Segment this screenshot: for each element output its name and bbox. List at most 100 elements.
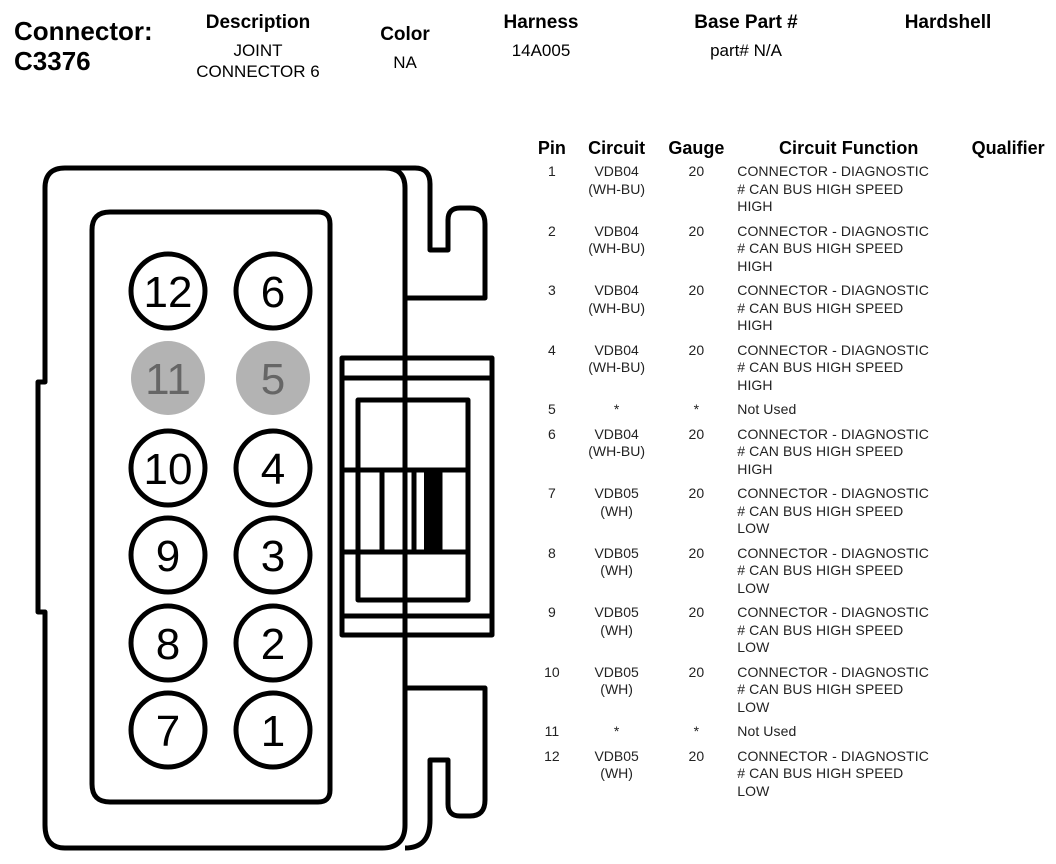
- circuit-function-line: LOW: [737, 782, 770, 799]
- pin-number-cell: 3: [548, 282, 556, 298]
- pin-cavity-unused: [236, 341, 310, 415]
- circuit-cell: VDB04(WH-BU): [574, 163, 660, 223]
- pin-cavity: [128, 603, 208, 683]
- circuit-function-line: CONNECTOR - DIAGNOSTIC: [737, 425, 929, 442]
- pin-number-cell: 6: [548, 425, 556, 442]
- gauge-cell: 20: [688, 485, 705, 501]
- circuit-cell: VDB04(WH-BU): [574, 426, 660, 486]
- pin-label: 2: [261, 620, 285, 669]
- description-label: Description: [205, 12, 311, 33]
- circuit-cell: VDB05(WH): [574, 664, 660, 724]
- gauge-cell: 20: [688, 282, 705, 298]
- harness-value: 14A005: [511, 41, 571, 60]
- circuit-wire-color: (WH): [600, 765, 633, 781]
- base-part-block: Base Part # part# N/A: [666, 12, 826, 61]
- circuit-function-cell: CONNECTOR - DIAGNOSTIC# CAN BUS HIGH SPE…: [733, 664, 960, 724]
- cavity-outline: [89, 209, 333, 805]
- lock-dark-bar: [424, 472, 438, 550]
- circuit-cell: VDB05(WH): [574, 748, 660, 808]
- circuit-function-cell: CONNECTOR - DIAGNOSTIC# CAN BUS HIGH SPE…: [733, 342, 960, 402]
- circuit-function-cell: Not Used: [733, 401, 960, 426]
- pin-cavity: [233, 428, 313, 508]
- circuit-function-line: CONNECTOR - DIAGNOSTIC: [737, 282, 929, 298]
- housing-outline: [35, 165, 408, 851]
- circuit-function-line: # CAN BUS HIGH SPEED: [737, 299, 904, 316]
- circuit-function-cell: CONNECTOR - DIAGNOSTIC# CAN BUS HIGH SPE…: [733, 426, 960, 486]
- circuit-wire-color: (WH-BU): [588, 359, 645, 375]
- circuit-id: *: [613, 723, 620, 739]
- circuit-cell: VDB04(WH-BU): [574, 342, 660, 402]
- circuit-function-cell: Not Used: [733, 723, 960, 748]
- qualifier-cell: [960, 342, 1056, 402]
- circuit-function-line: CONNECTOR - DIAGNOSTIC: [737, 222, 929, 239]
- circuit-function-line: # CAN BUS HIGH SPEED: [737, 443, 904, 459]
- description-line-1: JOINT: [233, 41, 283, 60]
- color-block: Color NA: [368, 24, 442, 73]
- circuit-function-cell: CONNECTOR - DIAGNOSTIC# CAN BUS HIGH SPE…: [733, 604, 960, 664]
- circuit-function-line: Not Used: [737, 401, 797, 417]
- circuit-function-line: # CAN BUS HIGH SPEED: [737, 180, 904, 197]
- circuit-cell: *: [574, 401, 660, 426]
- circuit-id: VDB04: [594, 425, 639, 442]
- pin-cavity: [233, 251, 313, 331]
- pin-number-cell: 5: [548, 401, 556, 417]
- col-header-function: Circuit Function: [778, 138, 919, 158]
- circuit-function-line: HIGH: [737, 460, 773, 477]
- qualifier-cell: [960, 723, 1056, 748]
- harness-label: Harness: [503, 12, 579, 33]
- base-part-value: part# N/A: [710, 41, 782, 60]
- circuit-function-line: # CAN BUS HIGH SPEED: [737, 562, 904, 578]
- pin-number-cell: 11: [544, 723, 560, 739]
- circuit-wire-color: (WH): [600, 502, 633, 519]
- circuit-function-cell: CONNECTOR - DIAGNOSTIC# CAN BUS HIGH SPE…: [733, 282, 960, 342]
- circuit-function-line: LOW: [737, 639, 770, 655]
- latch-tab-bottom: [404, 685, 488, 851]
- connector-title: Connector: C3376: [14, 16, 153, 76]
- base-part-label: Base Part #: [694, 12, 798, 33]
- pin-label: 1: [261, 707, 285, 756]
- circuit-function-line: Not Used: [737, 723, 797, 739]
- gauge-cell: 20: [688, 222, 705, 239]
- gauge-cell: 20: [688, 341, 705, 358]
- circuit-id: VDB05: [594, 747, 639, 764]
- pin-number-cell: 7: [548, 485, 556, 501]
- pin-cavity: [128, 515, 208, 595]
- qualifier-cell: [960, 748, 1056, 808]
- circuit-function-line: # CAN BUS HIGH SPEED: [737, 621, 904, 638]
- pin-number-cell: 9: [548, 604, 556, 620]
- hardshell-block: Hardshell: [880, 12, 1016, 34]
- latch-tab-top: [375, 165, 488, 301]
- circuit-id: VDB05: [594, 544, 639, 561]
- pin-label: 8: [156, 620, 180, 669]
- gauge-cell: 20: [688, 425, 705, 442]
- qualifier-cell: [960, 664, 1056, 724]
- pin-cavity: [233, 690, 313, 770]
- circuit-function-line: HIGH: [737, 257, 773, 274]
- circuit-function-line: # CAN BUS HIGH SPEED: [737, 502, 904, 519]
- circuit-id: VDB05: [594, 663, 639, 680]
- description-block: Description JOINT CONNECTOR 6: [178, 12, 338, 82]
- circuit-function-line: LOW: [737, 698, 770, 715]
- circuit-function-line: CONNECTOR - DIAGNOSTIC: [737, 341, 929, 358]
- pin-label: 3: [261, 532, 285, 581]
- pin-number-cell: 12: [544, 747, 560, 764]
- pin-label: 11: [145, 355, 191, 404]
- circuit-id: VDB04: [594, 282, 639, 298]
- circuit-function-cell: CONNECTOR - DIAGNOSTIC# CAN BUS HIGH SPE…: [733, 163, 960, 223]
- circuit-cell: VDB05(WH): [574, 604, 660, 664]
- qualifier-cell: [960, 545, 1056, 605]
- circuit-wire-color: (WH): [600, 681, 633, 697]
- circuit-id: VDB04: [594, 222, 639, 239]
- pin-number-cell: 10: [544, 663, 560, 680]
- color-label: Color: [380, 24, 430, 45]
- circuit-function-line: HIGH: [737, 198, 773, 214]
- circuit-id: VDB04: [594, 341, 639, 358]
